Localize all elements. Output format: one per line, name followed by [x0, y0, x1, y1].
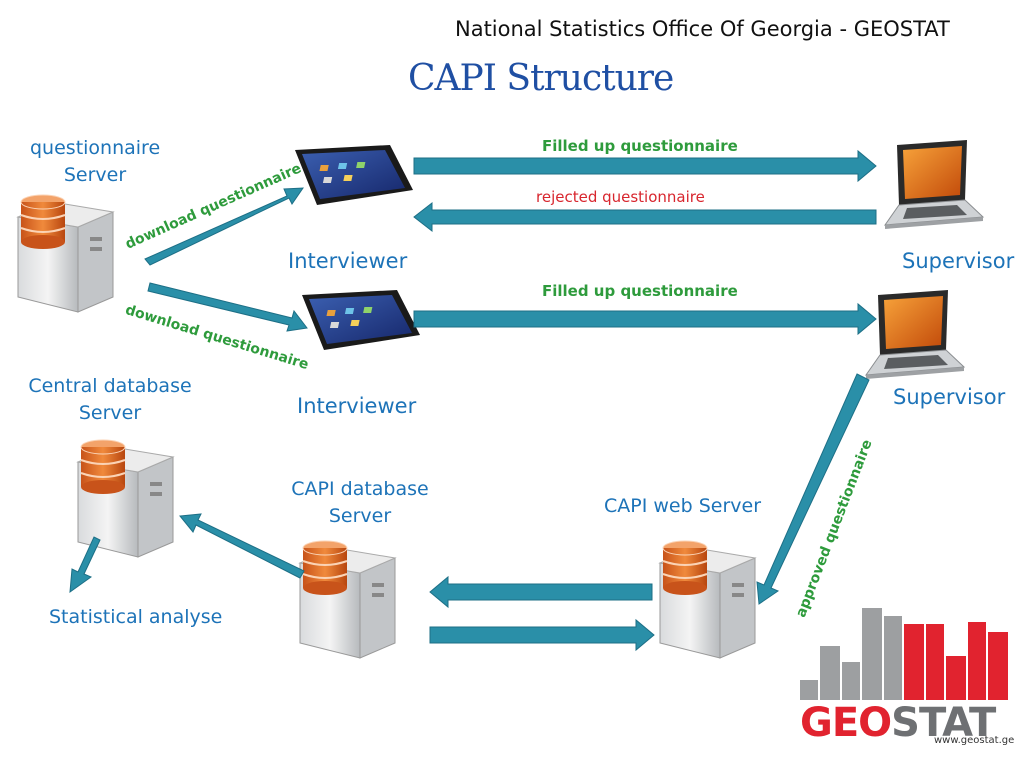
- label-statistical: Statistical analyse: [49, 606, 223, 628]
- arrow-download-1: [144, 187, 304, 266]
- label-interviewer-1: Interviewer: [288, 249, 408, 273]
- arrow-filled-2: [413, 302, 877, 336]
- label-supervisor-1: Supervisor: [902, 249, 1015, 273]
- server-icon-central: [77, 439, 174, 558]
- arrow-download-2: [147, 282, 308, 332]
- geostat-logo-bars: [800, 608, 1008, 700]
- arrow-filled-1: [413, 149, 877, 183]
- server-icon-questionnaire: [17, 194, 114, 313]
- label-central-db: Central database Server: [28, 375, 192, 424]
- header-org: National Statistics Office Of Georgia - …: [455, 17, 950, 41]
- arrow-approved: [756, 373, 870, 605]
- label-interviewer-2: Interviewer: [297, 394, 417, 418]
- arrow-db-to-web: [429, 618, 655, 652]
- label-filled-2: Filled up questionnaire: [542, 282, 738, 300]
- arrow-central-to-stat: [69, 536, 101, 594]
- label-capi-web: CAPI web Server: [604, 495, 762, 517]
- arrow-db-to-central: [179, 513, 305, 579]
- server-icon-capi-db: [299, 540, 396, 659]
- arrow-rejected: [413, 201, 877, 233]
- page-title: CAPI Structure: [408, 58, 674, 99]
- laptop-icon-1: [884, 139, 984, 230]
- label-capi-db: CAPI database Server: [291, 478, 429, 527]
- tablet-icon-1: [295, 145, 413, 205]
- label-rejected: rejected questionnaire: [536, 188, 705, 206]
- tablet-icon-2: [302, 290, 420, 350]
- geostat-logo-word: GEOSTAT: [800, 700, 996, 746]
- laptop-icon-2: [865, 289, 965, 380]
- server-icon-capi-web: [659, 540, 756, 659]
- label-filled-1: Filled up questionnaire: [542, 137, 738, 155]
- label-questionnaire-server: questionnaire Server: [30, 137, 161, 186]
- arrow-web-to-db: [429, 575, 653, 609]
- label-supervisor-2: Supervisor: [893, 385, 1006, 409]
- geostat-url: www.geostat.ge: [934, 735, 1015, 746]
